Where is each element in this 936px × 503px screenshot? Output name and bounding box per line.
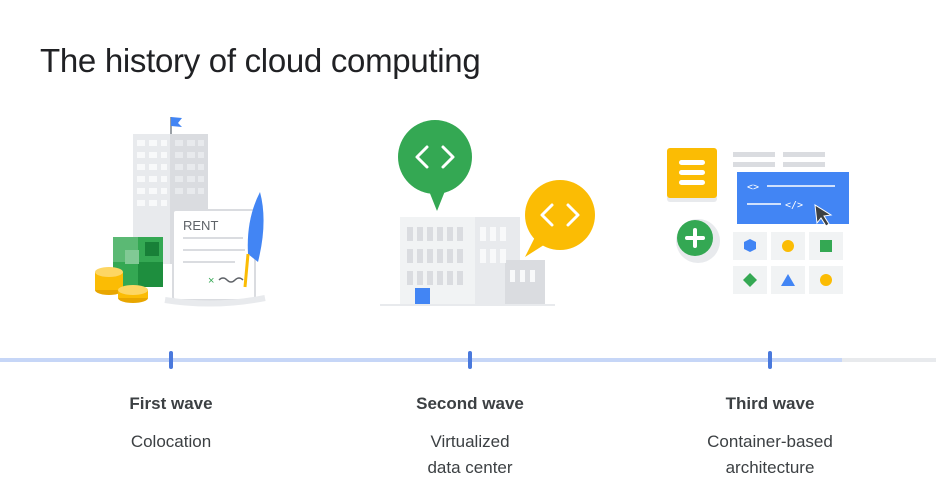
timeline-tick-third-wave [768,351,772,369]
wave-subtitle-line: Colocation [130,432,212,451]
wave-subtitle: Virtualized data center [360,429,580,481]
rent-label: RENT [183,218,218,233]
timeline-remaining-bar [842,358,936,362]
wave-title: First wave [129,394,213,413]
page-title: The history of cloud computing [40,42,481,79]
svg-text:×: × [208,275,214,287]
virtualized-datacenter-icon [375,115,605,310]
wave-subtitle-line: data center [427,458,513,477]
timeline-tick-second-wave [468,351,472,369]
wave-subtitle-line: Virtualized [430,432,510,451]
timeline-tick-first-wave [169,351,173,369]
wave-subtitle-line: Container-based [707,432,833,451]
wave-subtitle-line: architecture [725,458,815,477]
wave-third: Third wave Container-based architecture [660,394,880,481]
wave-title: Second wave [416,394,524,413]
timeline [0,351,936,369]
wave-title: Third wave [725,394,815,413]
timeline-progress-bar [0,358,842,362]
container-architecture-icon: <> </> [655,140,855,305]
svg-text:</>: </> [785,200,803,211]
wave-subtitle: Container-based architecture [660,429,880,481]
wave-first: First wave Colocation [61,394,281,455]
svg-text:<>: <> [747,182,759,193]
wave-second: Second wave Virtualized data center [360,394,580,481]
wave-subtitle: Colocation [61,429,281,455]
rent-building-icon: RENT × [95,112,275,312]
